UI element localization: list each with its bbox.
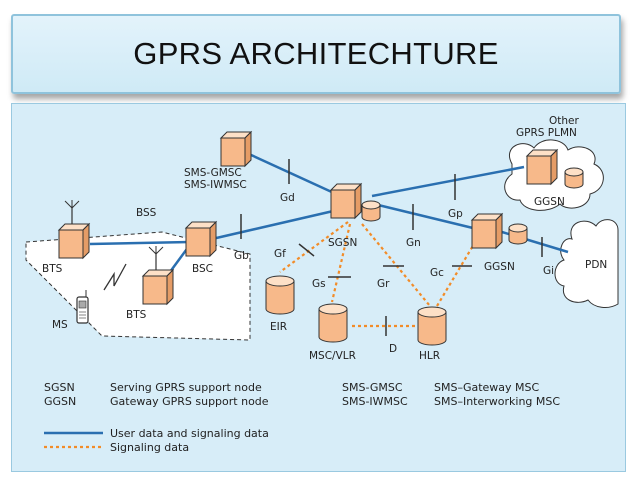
label-gf: Gf: [274, 248, 286, 260]
legend-ggsn-abbr: GGSN: [44, 395, 76, 408]
legend-smsi-def: SMS–Interworking MSC: [434, 395, 560, 408]
label-gr: Gr: [377, 278, 390, 290]
link-hlr-ggsn: [436, 233, 481, 307]
label-gi: Gi: [543, 265, 554, 277]
sms-gmsc-node: [220, 131, 252, 167]
label-bss: BSS: [136, 207, 157, 219]
label-bsc: BSC: [192, 263, 213, 275]
legend-sgsn-abbr: SGSN: [44, 381, 75, 394]
label-ms: MS: [52, 319, 68, 331]
legend-sgsn-def: Serving GPRS support node: [110, 381, 262, 394]
mobile-station-icon: [76, 290, 89, 324]
legend-ggsn-def: Gateway GPRS support node: [110, 395, 269, 408]
page-title: GPRS ARCHITECHTURE: [133, 36, 499, 71]
link-sgsn-other-plmn: [371, 165, 525, 198]
link-sgsn-mscvlr: [330, 223, 352, 303]
label-gp: Gp: [448, 208, 463, 220]
label-sms-iwmsc: SMS-IWMSC: [184, 179, 247, 191]
legend-smsg-def: SMS–Gateway MSC: [434, 381, 540, 394]
title-banner: GPRS ARCHITECHTURE: [11, 14, 621, 94]
other-ggsn-storage: [564, 167, 584, 189]
label-sms-gmsc: SMS-GMSC: [184, 167, 242, 179]
label-gb: Gb: [234, 250, 249, 262]
other-ggsn-node: [526, 149, 558, 185]
label-gprs-plmn: GPRS PLMN: [516, 127, 577, 139]
label-hlr: HLR: [419, 350, 440, 362]
hlr-node: [417, 306, 447, 346]
label-bts2: BTS: [126, 309, 147, 321]
label-gc: Gc: [430, 267, 444, 279]
label-sgsn: SGSN: [328, 237, 357, 249]
bts2-node: [142, 246, 174, 305]
link-sgsn-ggsn: [373, 202, 478, 231]
link-smsgmsc-sgsn: [237, 147, 348, 201]
legend-user-data: User data and signaling data: [110, 427, 269, 440]
ggsn-storage: [508, 223, 528, 245]
bsc-node: [185, 221, 217, 257]
sgsn-node: [330, 183, 362, 219]
link-bts1-bsc: [89, 240, 191, 246]
gprs-architecture-diagram: SMS-GMSC SMS-IWMSC BSS BTS BSC BTS MS SG…: [25, 115, 619, 454]
legend-smsg-abbr: SMS-GMSC: [342, 381, 403, 394]
label-ggsn: GGSN: [484, 261, 515, 273]
eir-node: [265, 275, 295, 315]
label-eir: EIR: [270, 321, 287, 333]
diagram-panel: SMS-GMSC SMS-IWMSC BSS BTS BSC BTS MS SG…: [11, 103, 626, 472]
label-gs: Gs: [312, 278, 326, 290]
sgsn-storage: [361, 200, 381, 222]
label-pdn: PDN: [585, 259, 607, 271]
link-bsc-sgsn: [211, 207, 343, 241]
label-other: Other: [549, 115, 579, 127]
bts1-node: [58, 200, 90, 259]
radio-link-icon: [103, 263, 127, 291]
legend-signaling: Signaling data: [110, 441, 189, 454]
legend-smsi-abbr: SMS-IWMSC: [342, 395, 408, 408]
label-msc-vlr: MSC/VLR: [309, 350, 356, 362]
interface-ticks: [240, 159, 543, 336]
label-d: D: [389, 343, 397, 355]
ggsn-node: [471, 213, 503, 249]
label-bts1: BTS: [42, 263, 63, 275]
label-gn: Gn: [406, 237, 421, 249]
label-other-ggsn: GGSN: [534, 196, 565, 208]
msc-vlr-node: [318, 303, 348, 343]
label-gd: Gd: [280, 192, 295, 204]
link-sgsn-eir: [279, 221, 349, 273]
signaling-links: [279, 221, 481, 328]
pdn-cloud: [554, 219, 619, 308]
